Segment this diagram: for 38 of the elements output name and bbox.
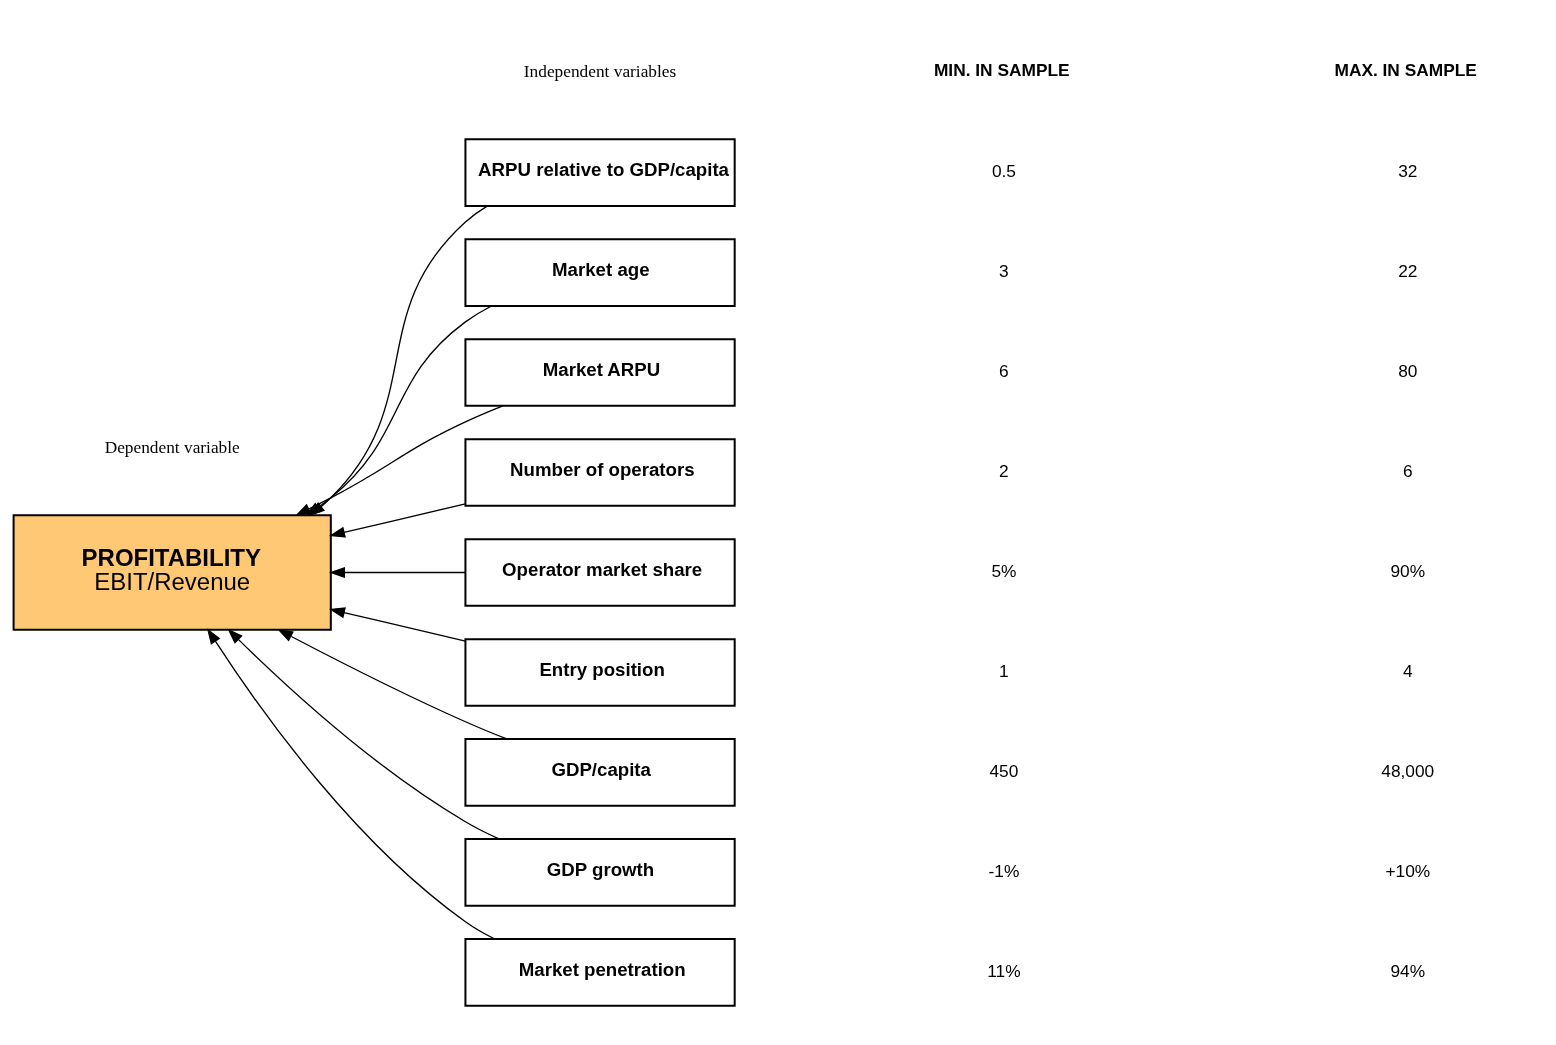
label: 6 — [1402, 461, 1413, 482]
node-label: Dependent variable — [104, 438, 240, 458]
label: +10% — [1385, 860, 1431, 881]
label: 450 — [989, 760, 1019, 781]
label: 4 — [1402, 660, 1413, 681]
label: MAX. IN SAMPLE — [1334, 59, 1477, 80]
label: 22 — [1398, 261, 1418, 282]
node-box: GDP growth — [464, 838, 736, 907]
arrow — [206, 628, 496, 940]
node-box: PROFITABILITY EBIT/Revenue — [12, 514, 332, 631]
node-box: Entry position — [464, 638, 736, 707]
node-box: Number of operators — [464, 438, 736, 507]
label: 11% — [987, 960, 1021, 981]
label: 90% — [1390, 561, 1426, 582]
label: 3 — [999, 261, 1009, 282]
label: 94% — [1390, 960, 1426, 981]
node-box: ARPU relative to GDP/capita — [464, 138, 736, 207]
label: 0.5 — [991, 161, 1016, 182]
node-box: Operator market share — [464, 538, 736, 607]
label: -1% — [988, 860, 1020, 881]
label: 5% — [991, 561, 1017, 582]
arrow — [227, 628, 501, 840]
label: 48,000 — [1381, 760, 1435, 781]
label: MIN. IN SAMPLE — [933, 59, 1070, 80]
label: 1 — [999, 660, 1009, 681]
label: 80 — [1398, 361, 1418, 382]
label: 6 — [999, 361, 1009, 382]
node-box: Market penetration — [464, 938, 736, 1007]
label: 32 — [1398, 161, 1418, 182]
arrow — [277, 629, 508, 740]
label: Independent variables — [523, 62, 677, 82]
arrow — [329, 607, 467, 642]
arrow — [328, 566, 467, 579]
arrow — [329, 503, 467, 538]
node-box: GDP/capita — [464, 738, 736, 807]
label: 2 — [999, 461, 1009, 482]
node-box: Market ARPU — [464, 338, 736, 407]
node-box: Market age — [464, 238, 736, 307]
